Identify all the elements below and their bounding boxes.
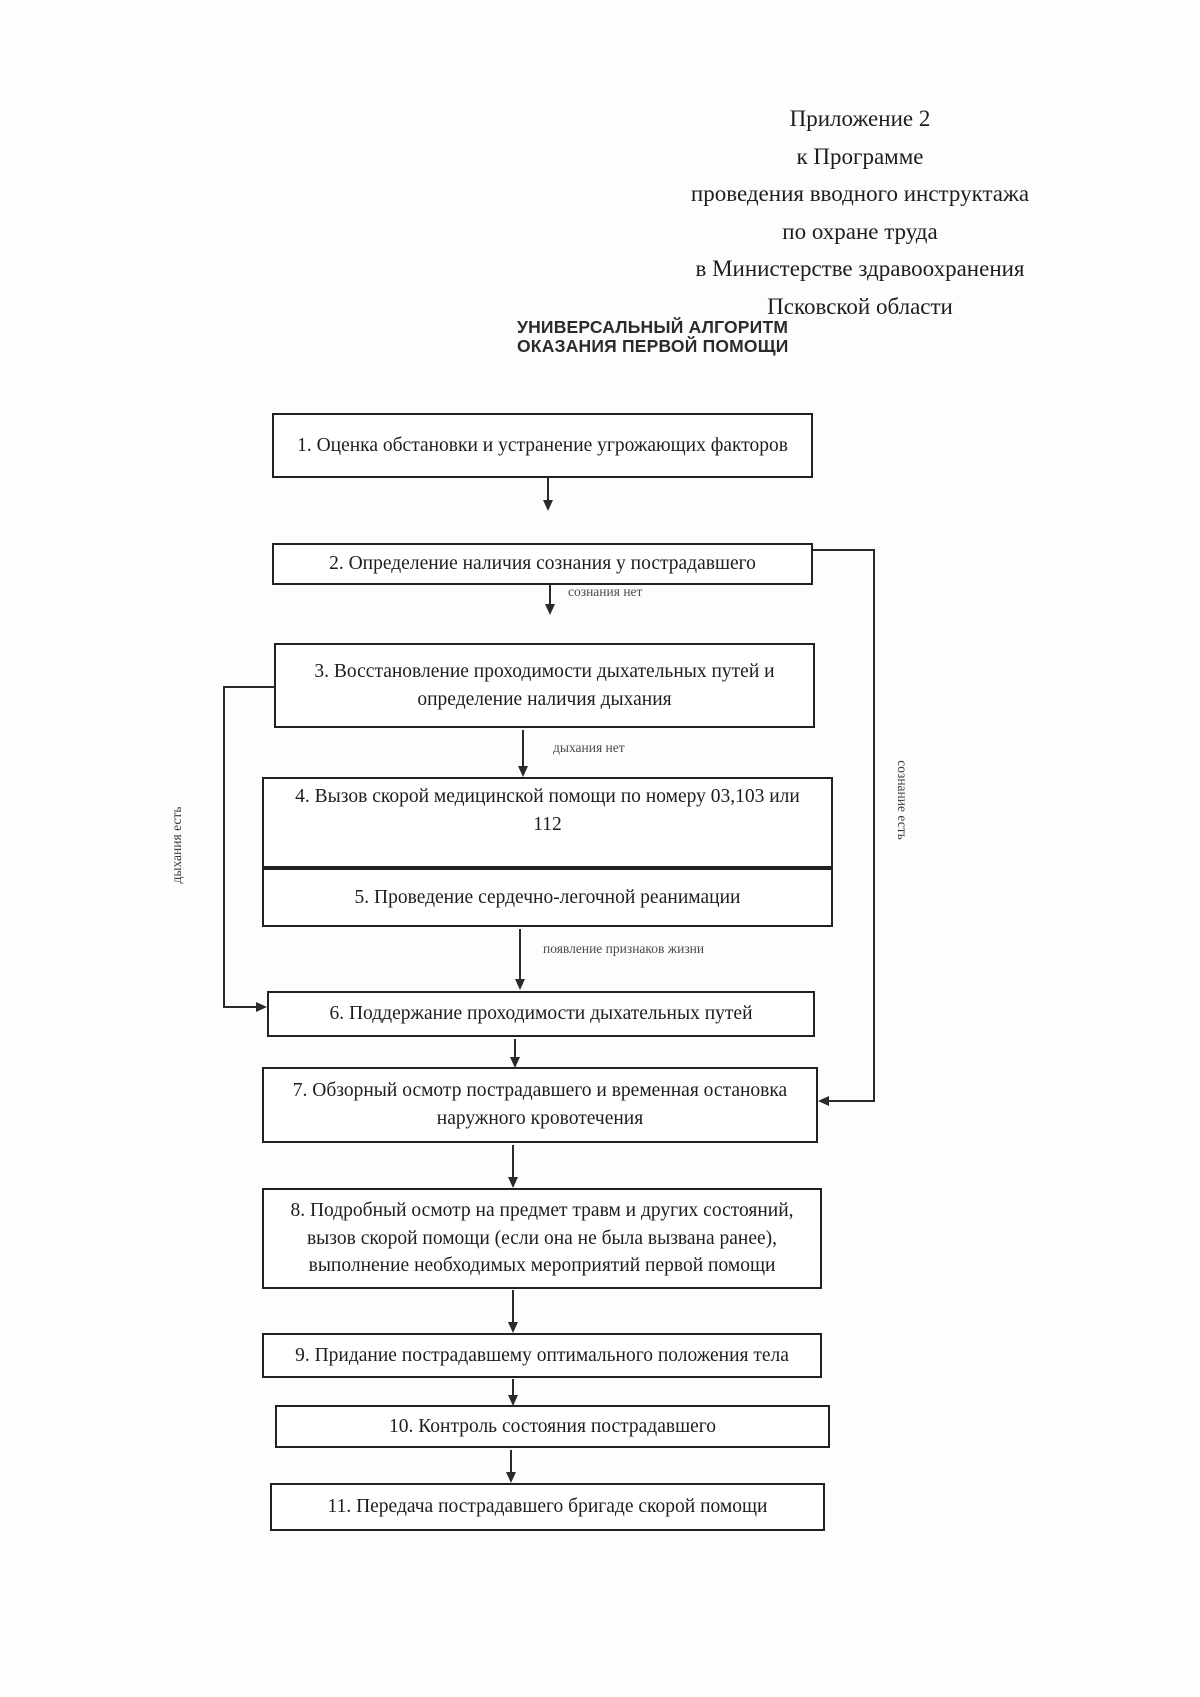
connector-consciousness-vertical-segment xyxy=(873,549,875,1102)
flow-box-step-11: 11. Передача пострадавшего бригаде скоро… xyxy=(270,1483,825,1531)
flow-box-step-9-label: 9. Придание пострадавшему оптимального п… xyxy=(295,1344,789,1366)
connector-breathing-vertical-segment xyxy=(223,686,225,1008)
header-block: Приложение 2 к Программе проведения ввод… xyxy=(520,100,1200,325)
arrow-6-7-head xyxy=(510,1057,520,1068)
header-line-program: к Программе xyxy=(796,143,924,169)
header-line-ministry: в Министерстве здравоохранения xyxy=(695,256,1025,281)
edge-label-breathing-present: дыхания есть xyxy=(169,806,184,884)
header-line-appendix: Приложение 2 xyxy=(789,106,931,131)
connector-consciousness-top-segment xyxy=(813,549,875,551)
edge-label-consciousness-present: сознание есть xyxy=(895,760,910,840)
edge-label-consciousness-absent: сознания нет xyxy=(568,584,643,599)
arrow-2-3-head xyxy=(545,604,555,615)
flow-box-step-6: 6. Поддержание проходимости дыхательных … xyxy=(267,991,815,1037)
flow-box-step-8: 8. Подробный осмотр на предмет травм и д… xyxy=(262,1188,822,1289)
flow-box-step-1-label: 1. Оценка обстановки и устранение угрожа… xyxy=(297,434,788,456)
arrow-10-11-head xyxy=(506,1472,516,1483)
flow-box-step-9: 9. Придание пострадавшему оптимального п… xyxy=(262,1333,822,1378)
flow-box-step-10-label: 10. Контроль состояния пострадавшего xyxy=(388,1415,717,1437)
arrow-2-3-shaft xyxy=(549,585,551,606)
arrow-3-4-shaft xyxy=(522,730,524,768)
connector-breathing-bottom-segment xyxy=(223,1006,257,1008)
connector-consciousness-arrow-head xyxy=(818,1096,829,1106)
connector-breathing-arrow-head xyxy=(256,1002,267,1012)
flow-box-step-7-label: 7. Обзорный осмотр пострадавшего и време… xyxy=(292,1080,788,1129)
arrow-7-8-shaft xyxy=(512,1145,514,1179)
arrow-6-7-shaft xyxy=(514,1039,516,1059)
page-title-line-2: ОКАЗАНИЯ ПЕРВОЙ ПОМОЩИ xyxy=(517,336,789,356)
arrow-9-10-shaft xyxy=(512,1379,514,1397)
arrow-9-10-head xyxy=(508,1395,518,1406)
connector-breathing-top-segment xyxy=(223,686,274,688)
flow-box-step-2: 2. Определение наличия сознания у постра… xyxy=(272,543,813,585)
arrow-1-2-shaft xyxy=(547,478,549,502)
flow-box-step-5: 5. Проведение сердечно-легочной реанимац… xyxy=(262,868,833,927)
flow-box-step-8-label: 8. Подробный осмотр на предмет травм и д… xyxy=(290,1199,794,1277)
arrow-1-2-head xyxy=(543,500,553,511)
flow-box-step-11-label: 11. Передача пострадавшего бригаде скоро… xyxy=(327,1496,768,1518)
arrow-5-6-shaft xyxy=(519,929,521,981)
arrow-7-8-head xyxy=(508,1177,518,1188)
header-line-briefing: проведения вводного инструктажа xyxy=(690,181,1030,206)
arrow-5-6-head xyxy=(515,979,525,990)
arrow-8-9-head xyxy=(508,1322,518,1333)
flow-box-step-6-label: 6. Поддержание проходимости дыхательных … xyxy=(329,1003,753,1025)
flow-box-step-5-label: 5. Проведение сердечно-легочной реанимац… xyxy=(354,886,741,908)
connector-consciousness-bottom-segment xyxy=(829,1100,875,1102)
flow-box-step-4-label: 4. Вызов скорой медицинской помощи по но… xyxy=(295,786,800,835)
edge-label-signs-of-life: появление признаков жизни xyxy=(543,941,705,956)
flow-box-step-3: 3. Восстановление проходимости дыхательн… xyxy=(274,643,815,728)
flow-box-step-4: 4. Вызов скорой медицинской помощи по но… xyxy=(262,777,833,868)
header-line-region: Псковской области xyxy=(767,293,953,319)
arrow-3-4-head xyxy=(518,766,528,777)
arrow-10-11-shaft xyxy=(510,1450,512,1474)
flow-box-step-7: 7. Обзорный осмотр пострадавшего и време… xyxy=(262,1067,818,1143)
edge-label-breathing-absent: дыхания нет xyxy=(553,740,625,755)
header-line-labor-safety: по охране труда xyxy=(782,218,938,244)
arrow-8-9-shaft xyxy=(512,1290,514,1324)
flow-box-step-2-label: 2. Определение наличия сознания у постра… xyxy=(329,553,756,575)
flow-box-step-10: 10. Контроль состояния пострадавшего xyxy=(275,1405,830,1448)
flow-box-step-1: 1. Оценка обстановки и устранение угрожа… xyxy=(272,413,813,478)
page-title: УНИВЕРСАЛЬНЫЙ АЛГОРИТМ ОКАЗАНИЯ ПЕРВОЙ П… xyxy=(517,318,789,356)
flow-box-step-3-label: 3. Восстановление проходимости дыхательн… xyxy=(314,660,775,710)
page-title-line-1: УНИВЕРСАЛЬНЫЙ АЛГОРИТМ xyxy=(517,317,789,337)
